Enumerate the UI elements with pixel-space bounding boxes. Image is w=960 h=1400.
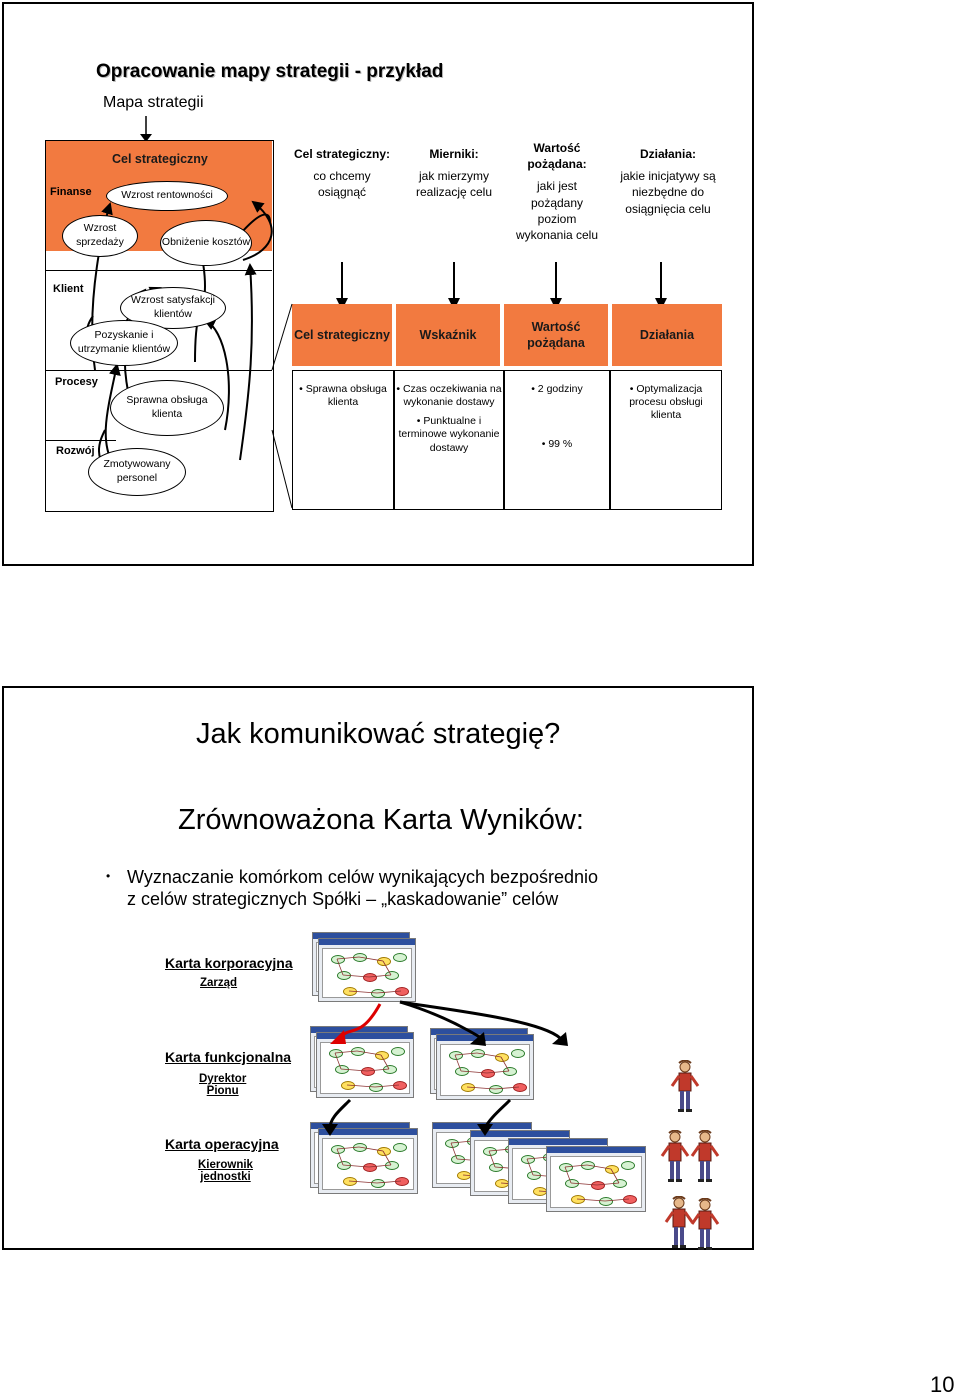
col-heading-wartosc: Wartość pożądana: jaki jest pożądany poz… (506, 140, 608, 243)
cell-dzialania: • Optymalizacja procesu obsługi klienta (610, 370, 722, 510)
slide2-title: Jak komunikować strategię? (196, 718, 561, 750)
slide-subtitle: Mapa strategii (103, 94, 204, 111)
slide2-subtitle: Zrównoważona Karta Wyników: (178, 804, 584, 836)
col-heading-desc: jaki jest pożądany poziom wykonania celu (515, 179, 599, 242)
col-heading-desc: co chcemy osiągnąć (313, 169, 371, 200)
cell-wskaznik: • Czas oczekiwania na wykonanie dostawy … (394, 370, 504, 510)
person-figure-icon (664, 1195, 694, 1257)
zoom-wedge (271, 303, 293, 509)
node-label: Pozyskanie i utrzymanie klientów (77, 329, 171, 355)
scorecard-thumbnail (316, 1032, 414, 1098)
person-figure-icon (690, 1197, 720, 1259)
scorecard-thumbnail (318, 1128, 418, 1194)
box-dzialania: Działania (612, 304, 722, 366)
row-divider (46, 270, 272, 271)
card-korporacyjna-owner: Zarząd (200, 977, 238, 989)
slide-title: Opracowanie mapy strategii - przykład (96, 61, 444, 82)
page-number: 10 (930, 1372, 955, 1397)
owner-line: jednostki (200, 1171, 251, 1183)
cell-cel: • Sprawna obsługa klienta (292, 370, 394, 510)
bullet-line: z celów strategicznych Spółki – „kaskado… (127, 889, 559, 909)
cell-text: • Punktualne i terminowe wykonanie dosta… (398, 415, 500, 454)
arrow-down-icon (336, 262, 348, 310)
cascade-arrows (322, 1000, 568, 1136)
bullet-text: Wyznaczanie komórkom celów wynikających … (127, 866, 598, 910)
row-divider (46, 370, 272, 371)
card-funkcjonalna: Karta funkcjonalna (165, 1049, 292, 1065)
col-heading-cel: Cel strategiczny: co chcemy osiągnąć (282, 146, 402, 201)
col-heading-desc: jak mierzymy realizację celu (415, 169, 493, 200)
card-korporacyjna: Karta korporacyjna (165, 955, 293, 971)
person-figure-icon (660, 1129, 690, 1191)
col-heading-title: Działania: (639, 147, 696, 161)
box-wartosc-pozadana: Wartość pożądana (504, 304, 608, 366)
col-heading-title: Cel strategiczny: (293, 147, 391, 161)
cell-text: • Sprawna obsługa klienta (299, 383, 387, 409)
row-label-klient: Klient (53, 283, 84, 295)
box-label: Wartość pożądana (527, 319, 585, 350)
cell-text: • 99 % (541, 438, 573, 451)
scorecard-thumbnail (318, 938, 416, 1002)
row-divider (46, 440, 116, 441)
row-label-finanse: Finanse (50, 186, 92, 198)
box-cel-strategiczny: Cel strategiczny (292, 304, 392, 366)
node-label: Zmotywowany personel (103, 458, 171, 484)
box-label: Działania (639, 327, 695, 342)
owner-line: Dyrektor (199, 1073, 247, 1085)
map-header-title: Cel strategiczny (112, 152, 208, 166)
owner-line: Pionu (206, 1085, 239, 1097)
bullet-line: Wyznaczanie komórkom celów wynikających … (127, 867, 599, 887)
strategy-map (45, 140, 274, 512)
col-heading-dzialania: Działania: jakie inicjatywy są niezbędne… (612, 146, 724, 217)
node-pozyskanie: Pozyskanie i utrzymanie klientów (70, 320, 178, 366)
node-zmotywowany: Zmotywowany personel (88, 448, 186, 496)
node-label: Wzrost rentowności (121, 189, 213, 202)
col-heading-title: Wartość pożądana: (527, 141, 587, 172)
card-operacyjna-owner: Kierownik jednostki (198, 1159, 253, 1183)
cell-text: • Optymalizacja procesu obsługi klienta (629, 383, 703, 422)
col-heading-title: Mierniki: (429, 147, 479, 161)
owner-line: Kierownik (198, 1159, 253, 1171)
arrow-down-icon (448, 262, 460, 310)
box-label: Cel strategiczny (294, 327, 390, 342)
node-wzrost-sprzedazy: Wzrost sprzedaży (62, 215, 138, 257)
node-label: Obniżenie kosztów (161, 236, 251, 249)
col-heading-desc: jakie inicjatywy są niezbędne do osiągni… (620, 169, 716, 216)
arrow-down-icon (655, 262, 667, 310)
cell-text: • 2 godziny (531, 383, 583, 395)
box-wskaznik: Wskaźnik (396, 304, 500, 366)
arrow-down-icon (550, 262, 562, 310)
row-label-rozwoj: Rozwój (56, 445, 95, 457)
bullet-dot: • (106, 869, 111, 883)
node-label: Wzrost sprzedaży (76, 222, 124, 248)
arrow-down-icon (140, 116, 152, 142)
node-label: Sprawna obsługa klienta (126, 394, 208, 420)
node-obnizenie-kosztow: Obniżenie kosztów (160, 220, 252, 266)
card-operacyjna: Karta operacyjna (165, 1136, 279, 1152)
row-label-procesy: Procesy (55, 376, 98, 388)
node-wzrost-rentownosci: Wzrost rentowności (106, 181, 228, 211)
box-label: Wskaźnik (419, 327, 477, 342)
person-figure-icon (690, 1129, 720, 1191)
person-figure-icon (670, 1059, 700, 1121)
card-funkcjonalna-owner: Dyrektor Pionu (199, 1073, 246, 1097)
col-heading-mierniki: Mierniki: jak mierzymy realizację celu (395, 146, 513, 201)
cell-wartosc: • 2 godziny • 99 % (504, 370, 610, 510)
cell-text: • Czas oczekiwania na wykonanie dostawy (396, 383, 502, 409)
scorecard-thumbnail (546, 1146, 646, 1212)
node-label: Wzrost satysfakcji klientów (130, 294, 215, 320)
node-sprawna-obsluga: Sprawna obsługa klienta (110, 380, 224, 436)
